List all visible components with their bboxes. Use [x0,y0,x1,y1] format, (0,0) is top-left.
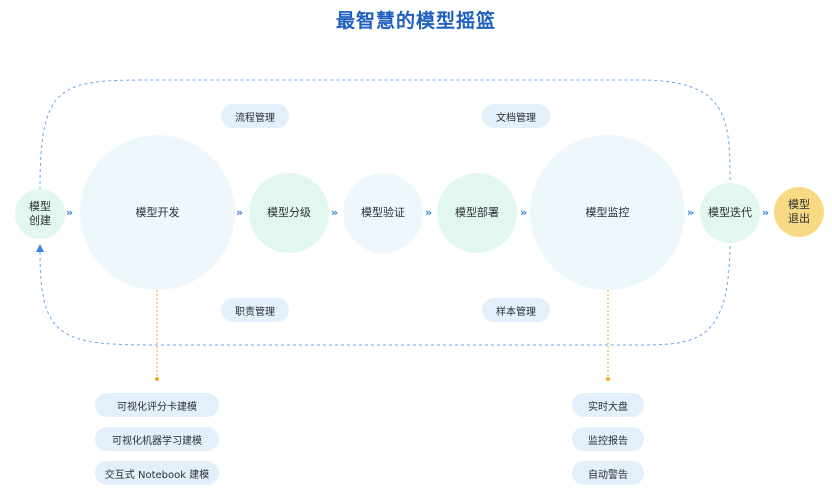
lifecycle-loop [39,79,731,191]
node-model-create: 模型 创建 [15,189,65,239]
label-duty-management: 职责管理 [221,298,289,322]
arrow-icon: » [66,206,73,219]
develop-feature-item: 交互式 Notebook 建模 [95,461,219,485]
monitor-feature-item: 实时大盘 [572,393,644,417]
node-model-iterate: 模型迭代 [700,183,760,243]
arrow-icon: » [236,206,243,219]
arrow-icon: » [762,206,769,219]
node-model-monitor: 模型监控 [530,135,685,290]
label-process-management: 流程管理 [221,104,289,128]
node-model-validation: 模型验证 [343,173,423,253]
label-sample-management: 样本管理 [482,298,550,322]
lifecycle-loop-return [39,239,731,346]
monitor-connector-bottom-dot [606,377,610,381]
develop-feature-item: 可视化机器学习建模 [95,427,219,451]
arrow-icon: » [687,206,694,219]
node-model-deploy: 模型部署 [437,173,517,253]
arrow-icon: » [520,206,527,219]
arrow-icon: » [331,206,338,219]
monitor-feature-item: 自动警告 [572,461,644,485]
node-model-develop: 模型开发 [80,135,235,290]
page-title: 最智慧的模型摇篮 [335,10,496,32]
arrow-icon: » [425,206,432,219]
develop-feature-item: 可视化评分卡建模 [95,393,219,417]
monitor-feature-item: 监控报告 [572,427,644,451]
node-model-exit: 模型 退出 [774,187,824,237]
node-model-grading: 模型分级 [249,173,329,253]
label-document-management: 文档管理 [482,104,550,128]
loop-return-arrowhead [36,244,44,252]
develop-connector-bottom-dot [155,377,159,381]
